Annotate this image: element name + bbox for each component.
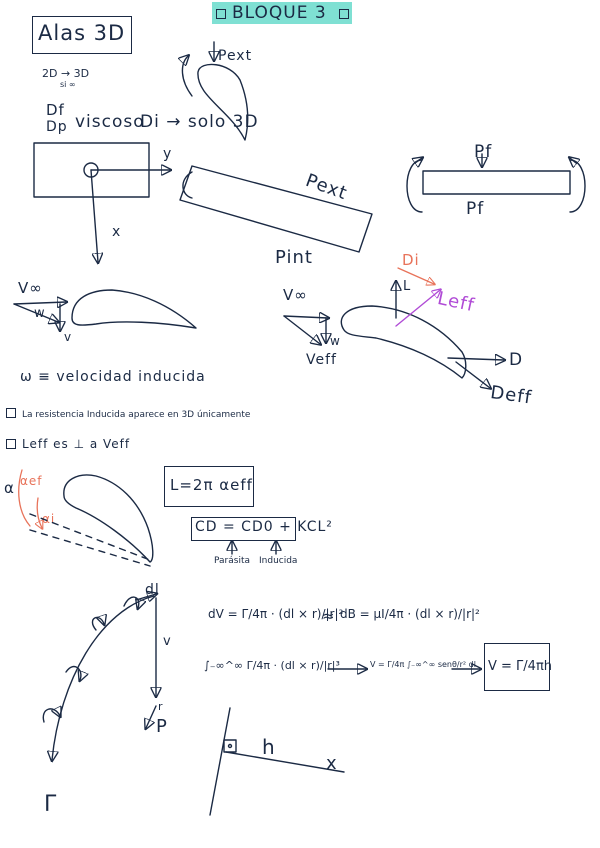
header-banner (212, 2, 352, 24)
v-inf-arrow-right (283, 316, 328, 318)
right-bracket-arrow (570, 158, 576, 163)
swirl-4 (42, 709, 60, 723)
label-v-left: v (64, 330, 72, 344)
x-axis-arrow (90, 169, 98, 262)
label-alpha-eff: αef (20, 474, 43, 488)
label-pf-top: Pf (474, 142, 493, 162)
approx-symbol: ≈ (322, 607, 335, 625)
equation-v-integral: V = Γ/4π ∫₋∞^∞ senθ/r² dl (370, 660, 476, 669)
label-r: r (158, 700, 163, 713)
label-alpha-i: αi (42, 512, 56, 526)
equation-db: dB = μI/4π · (dl × r)/|r|² (340, 607, 480, 621)
bullet-leff-perp: Leff es ⊥ a Veff (6, 437, 130, 451)
wall-line (209, 707, 231, 816)
right-angle-marker (223, 739, 237, 753)
tilted-plate (179, 165, 373, 253)
label-w-left: w (34, 306, 45, 321)
label-p: P (156, 716, 168, 737)
page-title: Alas 3D (38, 21, 126, 45)
title-box (32, 16, 132, 54)
right-angle-dot (227, 743, 233, 749)
swirl-2 (91, 617, 104, 631)
label-df: Df (46, 101, 65, 119)
checkbox-icon (339, 9, 350, 19)
label-viscoso: viscoso (75, 112, 145, 132)
airfoil-right (340, 305, 467, 379)
veff-arrow (283, 315, 320, 344)
plate-rotation (182, 171, 193, 199)
banner-title: BLOQUE 3 (216, 3, 355, 23)
lift-formula: L=2π αeff (170, 476, 253, 494)
bullet-inducida-3d: La resistencia Inducida aparece en 3D ún… (6, 408, 250, 420)
v-inf-arrow-left (13, 302, 66, 304)
result-box (484, 643, 550, 691)
airfoil-angle (63, 474, 154, 563)
left-bracket (406, 159, 423, 213)
airfoil-left (71, 289, 197, 329)
label-inducida: Inducida (259, 556, 298, 566)
equation-integral: ∫₋∞^∞ Γ/4π · (dl × r)/|r|³ (204, 659, 340, 672)
label-di-red: Di (402, 251, 420, 269)
label-v-inf-left: V∞ (18, 279, 43, 297)
point-p-arrow (146, 705, 157, 728)
label-v-inf-right: V∞ (283, 286, 308, 304)
note-si-inf: si ∞ (60, 80, 76, 89)
drag-formula: CD = CD0 + KCL² (195, 519, 333, 535)
alpha-i-arc (37, 497, 42, 528)
label-x-bottom: x (326, 753, 338, 774)
alpha-eff-arc (18, 469, 31, 527)
rotation-arrow (182, 56, 193, 97)
streamline-dashes-2 (29, 529, 151, 567)
label-dp: Dp (46, 119, 68, 135)
label-l-right: L (403, 279, 411, 294)
equation-dv: dV = Γ/4π · (dl × r)/|r|² (208, 607, 344, 621)
label-parasita: Parásita (214, 556, 250, 566)
di-arrow (397, 267, 434, 284)
label-h: h (262, 735, 276, 759)
flat-plate (422, 170, 571, 195)
checkbox-icon (6, 439, 16, 449)
checkbox-icon (216, 9, 226, 19)
label-pext-top: Pext (218, 48, 253, 64)
h-line (225, 751, 345, 773)
note-2d-3d: 2D → 3D (42, 67, 90, 80)
label-w-right: w (330, 334, 340, 348)
checkbox-icon (6, 408, 16, 418)
label-v-biot: v (163, 634, 171, 649)
label-alpha: α (4, 479, 15, 497)
label-d-right: D (509, 350, 524, 370)
swirl-3 (65, 665, 81, 680)
result-formula: V = Γ/4πh (488, 659, 553, 674)
left-bracket-arrow (415, 158, 422, 163)
streamline-dashes (29, 513, 151, 561)
omega-definition: ω ≡ velocidad inducida (20, 369, 206, 385)
label-gamma: Γ (44, 792, 58, 817)
lift-formula-box (164, 466, 254, 507)
label-veff: Veff (306, 352, 337, 368)
label-y-axis: y (163, 146, 172, 162)
swirl-1 (123, 596, 139, 608)
airfoil-top (197, 63, 249, 141)
right-bracket (569, 159, 586, 213)
deff-arrow (455, 361, 490, 388)
d-arrow (447, 358, 504, 360)
label-x-axis: x (112, 224, 121, 240)
w-arrow-left (13, 303, 58, 322)
label-pint-plate: Pint (275, 247, 313, 268)
label-pf-bottom: Pf (466, 199, 485, 219)
leff-arrow (395, 290, 440, 327)
drag-formula-box (191, 517, 296, 541)
